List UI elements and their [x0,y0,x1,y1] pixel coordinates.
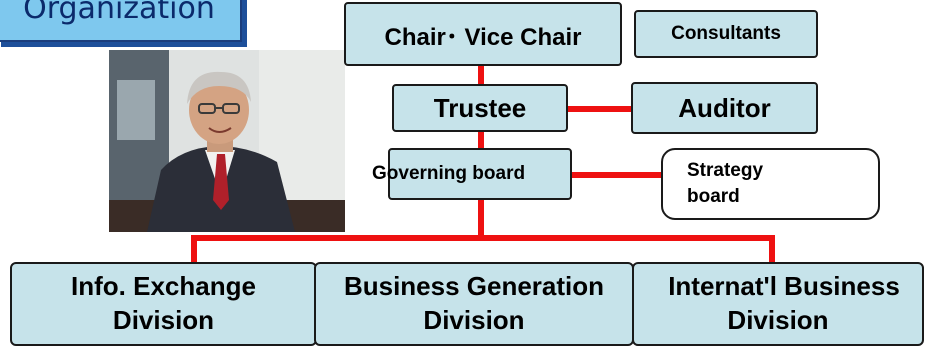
connector-bus-division-right [769,235,775,264]
division-label-line2: Division [112,305,215,335]
governing-board-box: Governing board [372,148,572,200]
governing-board-label: Governing board [372,163,526,184]
division-box-business-generation: Business Generation Division [314,262,634,346]
connector-governing-strategy [546,172,664,178]
portrait-photo [109,50,345,232]
division-box-info-exchange: Info. Exchange Division [10,262,317,346]
slide-title: Organization [23,0,215,26]
chair-vice-chair-label: Chair･ Vice Chair [384,23,582,51]
connector-trustee-auditor [566,106,632,112]
division-label-line2: Division [423,305,525,335]
consultants-label: Consultants [671,23,781,44]
connector-chair-trustee [478,66,484,86]
connector-bus-division-left [191,235,197,264]
strategy-board-box: Strategy board [661,148,880,220]
auditor-box: Auditor [631,82,818,134]
strategy-board-label-line2: board [687,186,740,207]
strategy-board-label-line1: Strategy [687,160,764,182]
slide-title-tab: Organization [0,0,242,42]
trustee-box: Trustee [392,84,568,132]
connector-governing-divisions [478,198,484,240]
connector-trustee-governing [478,128,484,150]
trustee-label: Trustee [433,92,527,123]
auditor-label: Auditor [678,92,771,123]
consultants-box: Consultants [634,10,818,58]
division-label-line1: Info. Exchange [71,271,256,302]
chair-vice-chair-box: Chair･ Vice Chair [344,2,622,66]
division-label-line1: Internat'l Business [668,271,900,302]
division-box-international-business: Internat'l Business Division [632,262,924,346]
portrait-illustration [109,50,345,232]
division-label-line1: Business Generation [343,271,605,302]
division-label-line2: Division [727,305,829,335]
connector-division-bus [191,235,775,241]
